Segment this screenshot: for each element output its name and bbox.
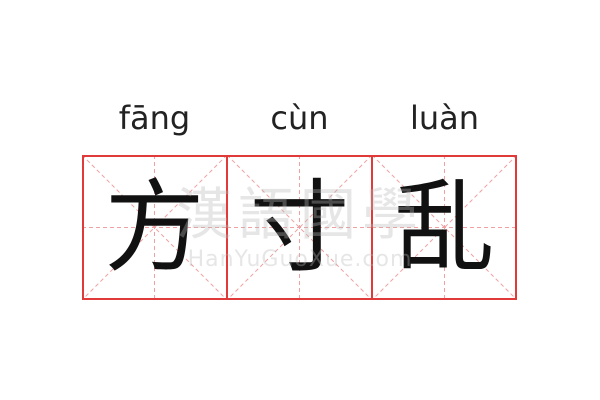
character-cell-2: 寸 xyxy=(227,155,372,300)
pinyin-row: fāng cùn luàn xyxy=(82,93,517,143)
character-1: 方 xyxy=(104,168,205,286)
pinyin-3: luàn xyxy=(409,99,480,137)
character-cell-3: 乱 xyxy=(372,155,517,300)
character-2: 寸 xyxy=(249,168,350,286)
pinyin-2: cùn xyxy=(270,99,329,137)
character-grid: 方 寸 乱 xyxy=(82,155,517,300)
character-3: 乱 xyxy=(394,168,495,286)
pinyin-1: fāng xyxy=(118,99,191,137)
character-cell-1: 方 xyxy=(82,155,227,300)
